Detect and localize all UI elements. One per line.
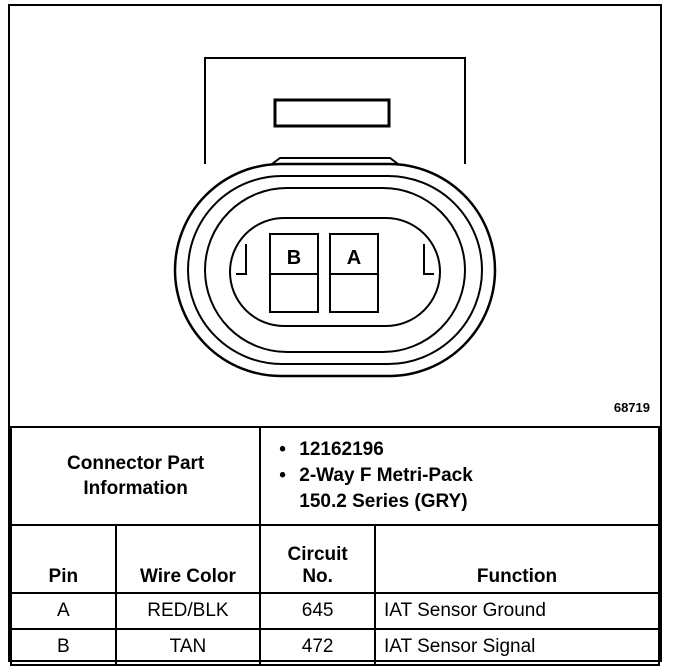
row-a-pin: A [10,592,117,630]
connector-seal [187,175,483,365]
lock-tab [273,98,391,128]
header-function: Function [374,524,660,594]
connector-sheet: B A 68719 Connector Part Information •12… [8,4,662,666]
part-info-title-line2: Information [83,478,188,499]
pin-a-label: A [347,247,361,269]
connector-table: Connector Part Information •12162196 •2-… [9,426,660,666]
row-a-circuit: 645 [259,592,376,630]
row-b-function: IAT Sensor Signal [374,628,660,666]
left-key [236,244,247,275]
part-info-row: Connector Part Information •12162196 •2-… [9,426,660,526]
pin-b-label: B [287,247,301,269]
table-row: B TAN 472 IAT Sensor Signal [10,628,660,666]
terminal-cavity [229,217,441,327]
header-pin: Pin [10,524,117,594]
connector-diagram: B A 68719 [10,6,660,428]
table-header-row: Pin Wire Color Circuit No. Function [10,524,660,594]
lock-housing [204,57,466,164]
connector-type: •2-Way F Metri-Pack [279,465,473,486]
figure-number: 68719 [613,400,650,415]
connector-inner-shell [204,187,466,353]
connector-drawing: B A [173,57,497,378]
part-info-list: •12162196 •2-Way F Metri-Pack 150.2 Seri… [259,426,660,526]
lock-ridge [271,157,399,165]
row-b-pin: B [10,628,117,666]
part-info-title: Connector Part Information [9,426,262,526]
header-wire-color: Wire Color [114,524,262,594]
connector-series: 150.2 Series (GRY) [299,491,468,512]
header-circuit: Circuit No. [259,524,376,594]
part-info-title-line1: Connector Part [67,453,205,474]
right-key [423,244,434,275]
table-row: A RED/BLK 645 IAT Sensor Ground [10,592,660,630]
row-b-circuit: 472 [259,628,376,666]
connector-outer-shell [173,162,497,378]
part-number: •12162196 [279,439,384,460]
row-a-wire-color: RED/BLK [114,592,262,630]
row-a-function: IAT Sensor Ground [374,592,660,630]
row-b-wire-color: TAN [114,628,262,666]
